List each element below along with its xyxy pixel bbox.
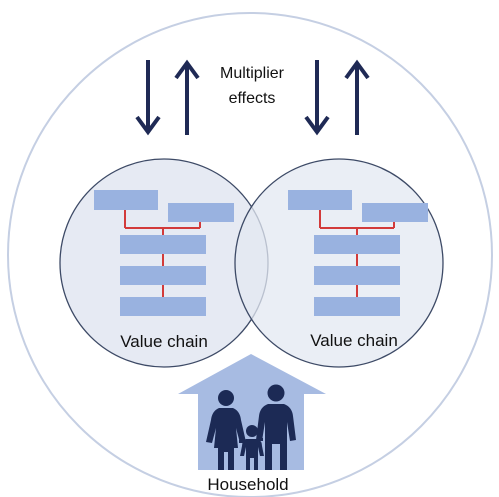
arrow-up-icon: [174, 59, 200, 135]
chain-box: [94, 190, 158, 210]
right-arrow-pair: [304, 59, 370, 136]
family-icon: [206, 384, 296, 470]
chain-box: [362, 203, 428, 222]
chain-box: [120, 297, 206, 316]
chain-box: [314, 235, 400, 254]
household-label: Household: [207, 475, 288, 494]
right-value-chain-label: Value chain: [310, 331, 398, 350]
right-value-chain-structure: [288, 190, 428, 316]
chain-box: [288, 190, 352, 210]
multiplier-label-line2: effects: [229, 90, 276, 107]
left-arrow-pair: [135, 59, 200, 136]
multiplier-label-line1: Multiplier: [220, 65, 285, 82]
arrow-down-icon: [135, 60, 161, 136]
chain-box: [120, 266, 206, 285]
chain-box: [168, 203, 234, 222]
chain-box: [314, 266, 400, 285]
chain-box: [314, 297, 400, 316]
arrow-down-icon: [304, 60, 330, 136]
chain-box: [120, 235, 206, 254]
left-value-chain-label: Value chain: [120, 332, 208, 351]
arrow-up-icon: [344, 59, 370, 135]
left-value-chain-structure: [94, 190, 234, 316]
